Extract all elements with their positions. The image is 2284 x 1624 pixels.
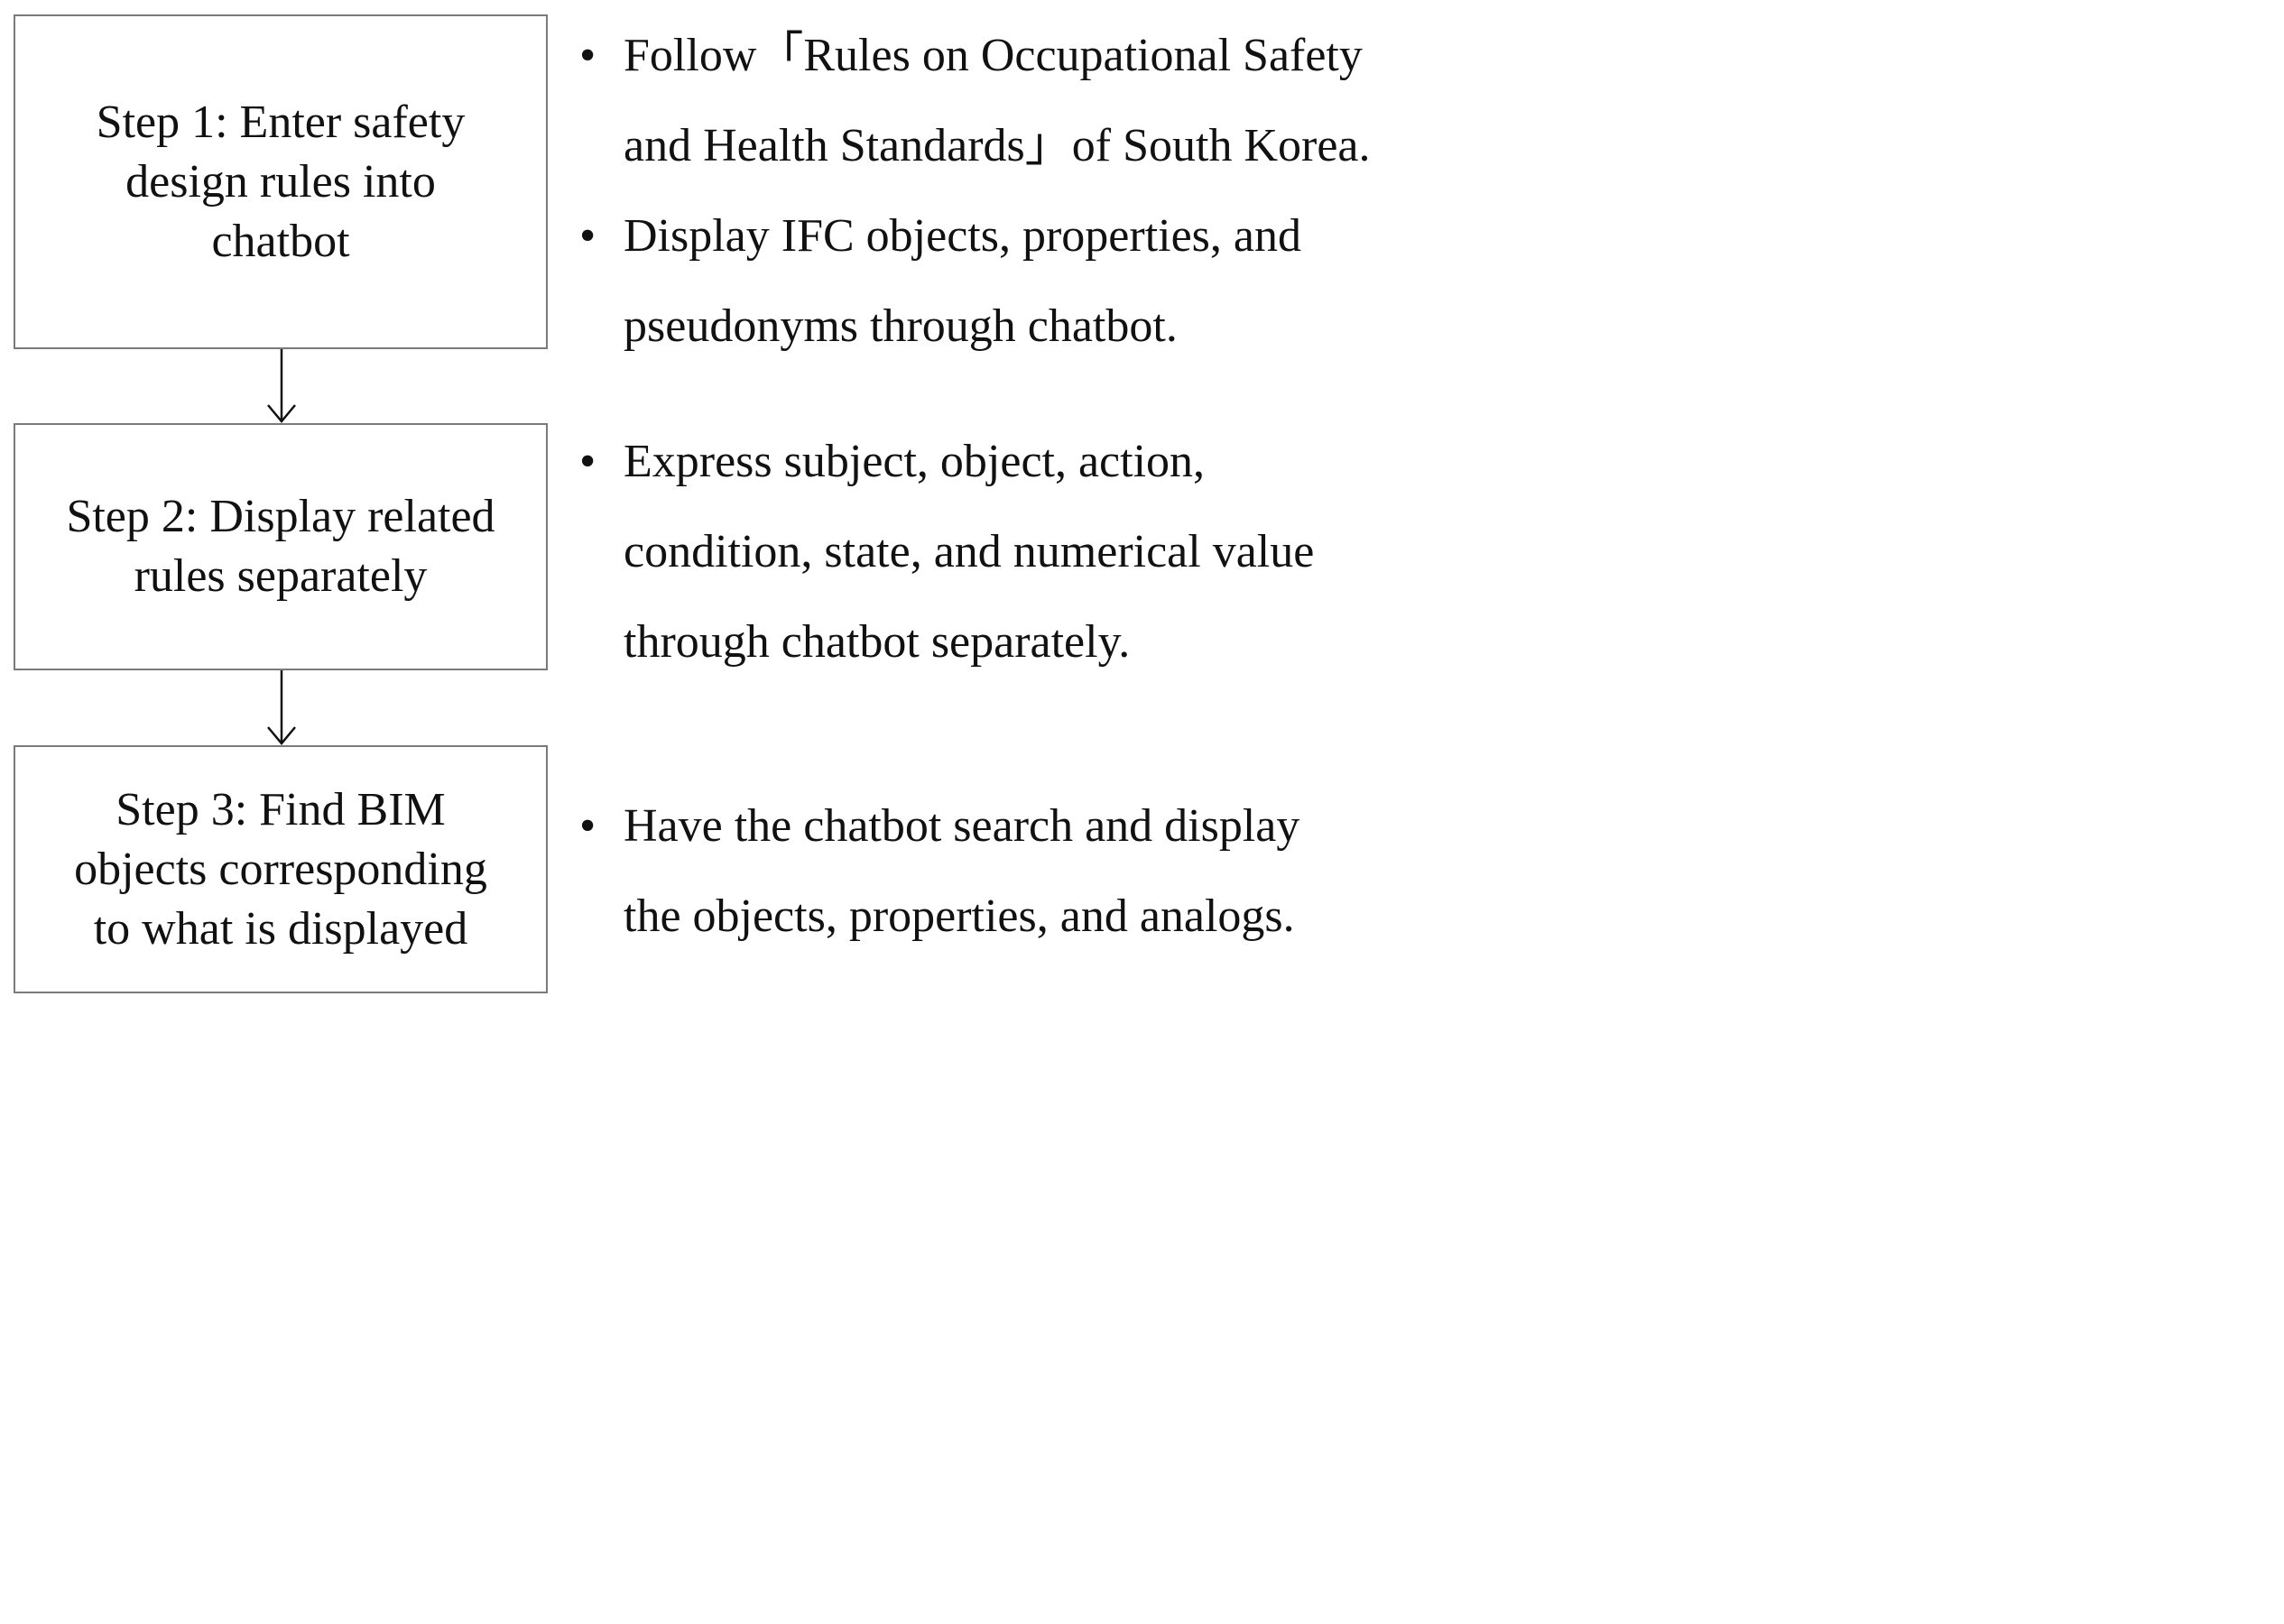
bullet-icon: • xyxy=(579,436,596,487)
bullet-line: Display IFC objects, properties, and xyxy=(624,210,1301,262)
bullet-line: the objects, properties, and analogs. xyxy=(624,890,1295,942)
step-2-line: Step 2: Display related xyxy=(66,491,495,542)
arrow-step1-to-step2 xyxy=(267,349,296,423)
arrow-step2-to-step3 xyxy=(267,670,296,745)
bullet-line: and Health Standards」of South Korea. xyxy=(624,120,1371,171)
bullet-icon: • xyxy=(579,30,596,81)
bullet-text: Have the chatbot search and display the … xyxy=(624,781,1408,962)
step-1-line: design rules into xyxy=(125,155,436,208)
bullet-line: Follow「Rules on Occupational Safety xyxy=(624,30,1363,81)
bullet-icon: • xyxy=(579,800,596,852)
bullet-item: • Display IFC objects, properties, and p… xyxy=(569,191,1408,372)
step-3-line: objects corresponding xyxy=(74,843,487,895)
step-3-box: Step 3: Find BIM objects corresponding t… xyxy=(14,745,548,993)
step-1-line: chatbot xyxy=(211,215,350,267)
bullet-item: • Follow「Rules on Occupational Safety an… xyxy=(569,11,1408,191)
step-3-notes: • Have the chatbot search and display th… xyxy=(569,781,1408,962)
bullet-icon: • xyxy=(579,210,596,262)
bullet-item: • Have the chatbot search and display th… xyxy=(569,781,1408,962)
bullet-line: condition, state, and numerical value xyxy=(624,526,1315,577)
step-1-notes: • Follow「Rules on Occupational Safety an… xyxy=(569,11,1408,372)
step-2-line: rules separately xyxy=(134,550,428,602)
bullet-line: Express subject, object, action, xyxy=(624,436,1206,487)
step-3-line: to what is displayed xyxy=(93,902,468,955)
bullet-text: Display IFC objects, properties, and pse… xyxy=(624,191,1408,372)
step-1-line: Step 1: Enter safety xyxy=(96,96,466,148)
bullet-line: Have the chatbot search and display xyxy=(624,800,1300,852)
step-3-line: Step 3: Find BIM xyxy=(116,783,446,835)
bullet-line: through chatbot separately. xyxy=(624,616,1131,668)
flowchart-page: Step 1: Enter safety design rules into c… xyxy=(0,0,1414,1004)
step-1-box: Step 1: Enter safety design rules into c… xyxy=(14,14,548,349)
step-2-box: Step 2: Display related rules separately xyxy=(14,423,548,670)
bullet-text: Express subject, object, action, conditi… xyxy=(624,417,1408,687)
bullet-line: pseudonyms through chatbot. xyxy=(624,300,1178,352)
bullet-item: • Express subject, object, action, condi… xyxy=(569,417,1408,687)
bullet-text: Follow「Rules on Occupational Safety and … xyxy=(624,11,1408,191)
step-2-notes: • Express subject, object, action, condi… xyxy=(569,417,1408,687)
